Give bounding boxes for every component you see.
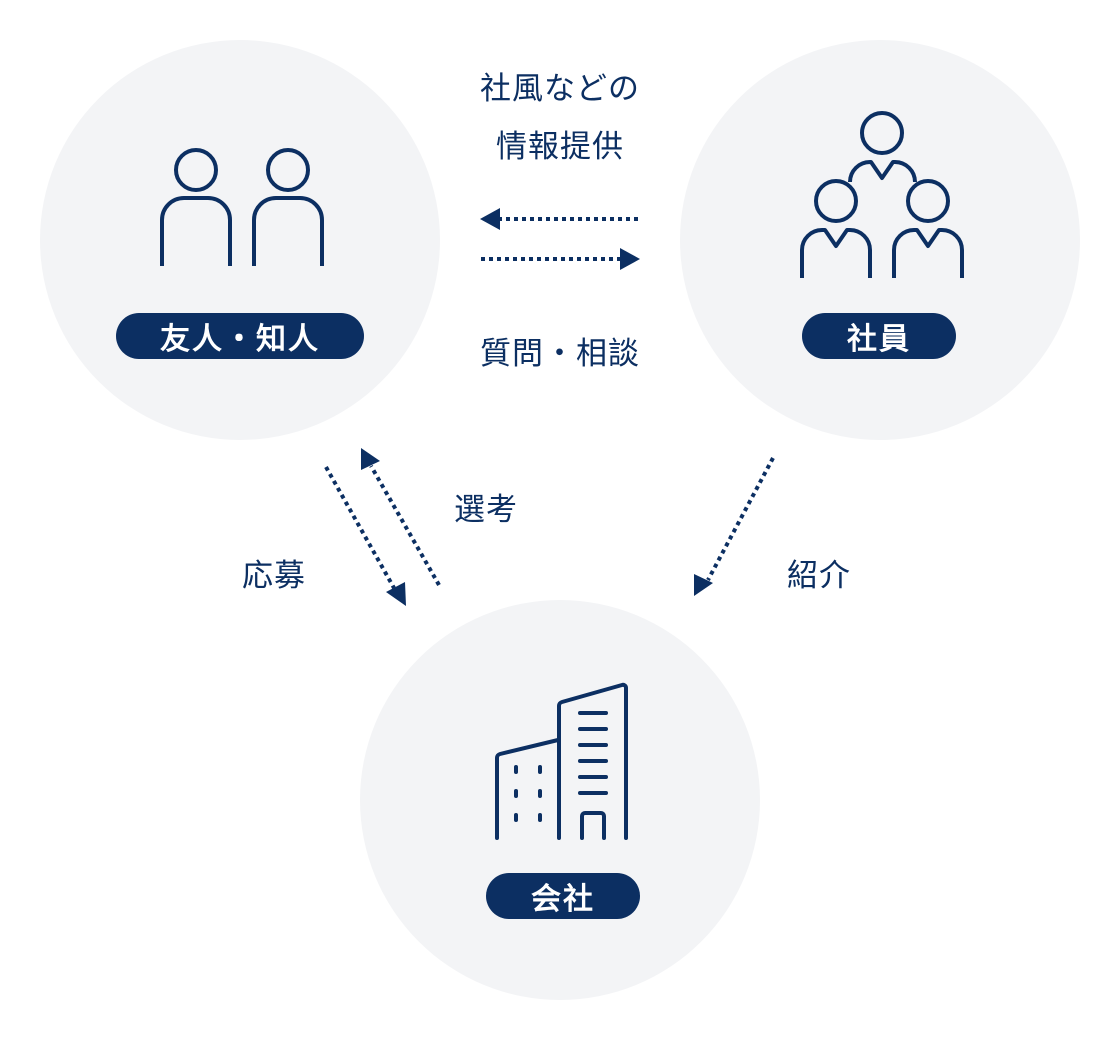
info-label-line1: 社風などの	[480, 71, 640, 107]
employees-label-pill: 社員	[802, 313, 956, 359]
office-buildings-icon	[495, 682, 628, 840]
question-arrowhead-icon	[620, 248, 640, 270]
friends-label: 友人・知人	[160, 322, 320, 357]
referral-arrow-line	[706, 457, 775, 581]
referral-label: 紹介	[787, 558, 851, 594]
selection-arrow-line	[369, 465, 441, 586]
apply-arrow-line	[324, 466, 396, 589]
employees-node-circle	[680, 40, 1080, 440]
selection-arrowhead-icon	[361, 448, 380, 470]
friends-label-pill: 友人・知人	[116, 313, 364, 359]
referral-arrowhead-icon	[694, 574, 713, 596]
info-label: 社風などの 情報提供	[460, 60, 660, 176]
company-label-pill: 会社	[486, 873, 640, 919]
company-label: 会社	[531, 882, 595, 917]
two-people-icon	[160, 148, 324, 266]
info-label-line2: 情報提供	[496, 129, 624, 165]
apply-label: 応募	[242, 558, 306, 594]
employees-label: 社員	[847, 322, 911, 357]
selection-label: 選考	[454, 492, 518, 528]
question-label: 質問・相談	[480, 336, 640, 372]
friends-node-circle	[40, 40, 440, 440]
apply-arrowhead-icon	[386, 582, 406, 606]
group-of-three-people-icon	[800, 111, 964, 278]
info-arrowhead-icon	[480, 208, 500, 230]
